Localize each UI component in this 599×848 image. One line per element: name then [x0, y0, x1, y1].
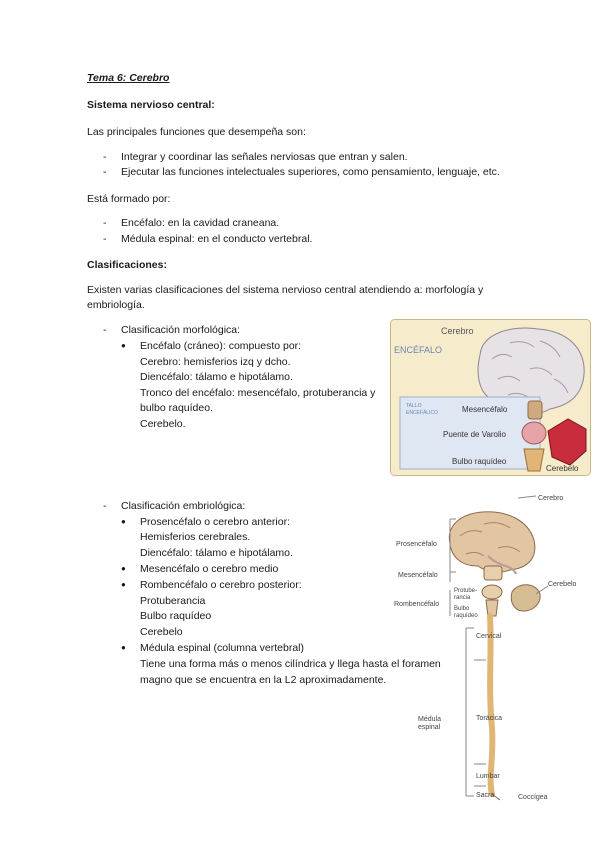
section-heading-clasificaciones: Clasificaciones: — [87, 259, 167, 271]
label-tallo: TALLO — [406, 403, 422, 409]
label-lumbar: Lumbar — [476, 773, 500, 780]
morph-line: Tronco del encéfalo: mesencéfalo, protub… — [140, 387, 376, 399]
embryo-bullet: Prosencéfalo o cerebro anterior: — [140, 516, 290, 528]
mesencephalon-shape — [527, 400, 543, 420]
label-tallo: ENCEFÁLICO — [406, 409, 438, 416]
diencephalon-shape — [487, 555, 517, 575]
coccyx-shape — [491, 793, 501, 801]
embryo-line: Hemisferios cerebrales. — [140, 531, 251, 543]
embryo-bullet: Médula espinal (columna vertebral) — [140, 642, 304, 654]
label-protuberancia: rancia — [454, 595, 471, 601]
intro-text: Las principales funciones que desempeña … — [87, 126, 306, 138]
label-puente-varolio: Puente de Varolio — [443, 430, 507, 439]
cns-illustration: Cerebro Prosencéfalo Mesencéfalo Cerebel… — [394, 495, 577, 801]
morph-line: Diencéfalo: tálamo e hipotálamo. — [140, 371, 293, 383]
label-cervical: Cervical — [476, 633, 502, 640]
dash-marker: - — [103, 166, 107, 178]
dash-marker: - — [103, 500, 107, 512]
dash-marker: - — [103, 324, 107, 336]
classifications-intro: embriología. — [87, 299, 145, 311]
label-coccigea: Coccígea — [518, 794, 548, 801]
spinal-cord-shape — [487, 613, 496, 797]
cerebellum-shape — [547, 418, 587, 466]
formed-by-item: Médula espinal: en el conducto vertebral… — [121, 233, 313, 245]
dash-marker: - — [103, 151, 107, 163]
label-bulbo: raquídeo — [454, 613, 478, 619]
embryo-line: Bulbo raquídeo — [140, 610, 212, 622]
medulla-shape — [485, 599, 499, 617]
function-item: Ejecutar las funciones intelectuales sup… — [121, 166, 500, 178]
label-cerebro: Cerebro — [441, 326, 474, 336]
label-toracica: Torácica — [476, 715, 502, 722]
label-cerebelo: Cerebelo — [548, 581, 577, 588]
section-heading-snc: Sistema nervioso central: — [87, 99, 215, 111]
label-medula-espinal: Médula — [418, 716, 441, 723]
label-sacra: Sacra — [476, 792, 494, 799]
encephalon-figure: Cerebro ENCÉFALO TALLO ENCEFÁLICO Mesenc… — [390, 319, 591, 476]
cerebellum-shape — [510, 584, 541, 612]
label-rombencefalo: Rombencéfalo — [394, 601, 439, 608]
morph-line: bulbo raquídeo. — [140, 402, 213, 414]
label-mesencefalo: Mesencéfalo — [398, 572, 438, 579]
embryo-bullet: Rombencéfalo o cerebro posterior: — [140, 579, 302, 591]
spinal-cord-bracket — [465, 627, 474, 797]
formed-by-label: Está formado por: — [87, 193, 171, 205]
classifications-intro: Existen varias clasificaciones del siste… — [87, 284, 484, 296]
embryo-line: Cerebelo — [140, 626, 183, 638]
page-title: Tema 6: Cerebro — [87, 72, 170, 84]
dash-marker: - — [103, 233, 107, 245]
prosencephalon-bracket — [449, 518, 456, 573]
label-encefalo: ENCÉFALO — [394, 345, 442, 355]
bullet-marker: ● — [121, 580, 126, 589]
morph-line: Cerebelo. — [140, 418, 186, 430]
embryo-line: magno que se encuentra en la L2 aproxima… — [140, 674, 387, 686]
label-bulbo: Bulbo — [454, 606, 470, 612]
pons-shape — [521, 421, 547, 445]
bullet-marker: ● — [121, 341, 126, 350]
cerebrum-folds — [491, 340, 569, 398]
pons-shape — [481, 584, 503, 600]
label-bulbo-raquideo: Bulbo raquídeo — [452, 457, 507, 466]
label-prosencefalo: Prosencéfalo — [396, 541, 437, 548]
label-medula-espinal: espinal — [418, 724, 441, 731]
bullet-marker: ● — [121, 517, 126, 526]
embryo-line: Protuberancia — [140, 595, 206, 607]
morph-line: Cerebro: hemisferios izq y dcho. — [140, 356, 291, 368]
cns-diagram-figure: Cerebro Prosencéfalo Mesencéfalo Cerebel… — [388, 488, 593, 808]
brainstem-panel — [399, 396, 541, 470]
medulla-shape — [523, 448, 545, 472]
function-item: Integrar y coordinar las señales nervios… — [121, 151, 408, 163]
embryo-line: Diencéfalo: tálamo e hipotálamo. — [140, 547, 293, 559]
dash-marker: - — [103, 217, 107, 229]
region-dividers — [474, 659, 486, 787]
leader-line — [535, 585, 549, 595]
encephalon-illustration: Cerebro ENCÉFALO TALLO ENCEFÁLICO Mesenc… — [390, 319, 591, 476]
bullet-marker: ● — [121, 643, 126, 652]
morph-heading: Clasificación morfológica: — [121, 324, 241, 336]
leader-line — [517, 495, 537, 499]
label-mesencefalo: Mesencéfalo — [462, 405, 508, 414]
label-cerebro: Cerebro — [538, 495, 563, 502]
cerebrum-folds — [459, 522, 521, 557]
cerebrum-shape — [448, 511, 536, 573]
label-protuberancia: Protube- — [454, 588, 477, 594]
morph-bullet: Encéfalo (cráneo): compuesto por: — [140, 340, 302, 352]
embryo-heading: Clasificación embriológica: — [121, 500, 246, 512]
embryo-line: Tiene una forma más o menos cilíndrica y… — [140, 658, 441, 670]
label-cerebelo: Cerebelo — [546, 464, 579, 473]
formed-by-item: Encéfalo: en la cavidad craneana. — [121, 217, 280, 229]
mesencephalon-shape — [483, 565, 503, 581]
bullet-marker: ● — [121, 564, 126, 573]
embryo-bullet: Mesencéfalo o cerebro medio — [140, 563, 279, 575]
